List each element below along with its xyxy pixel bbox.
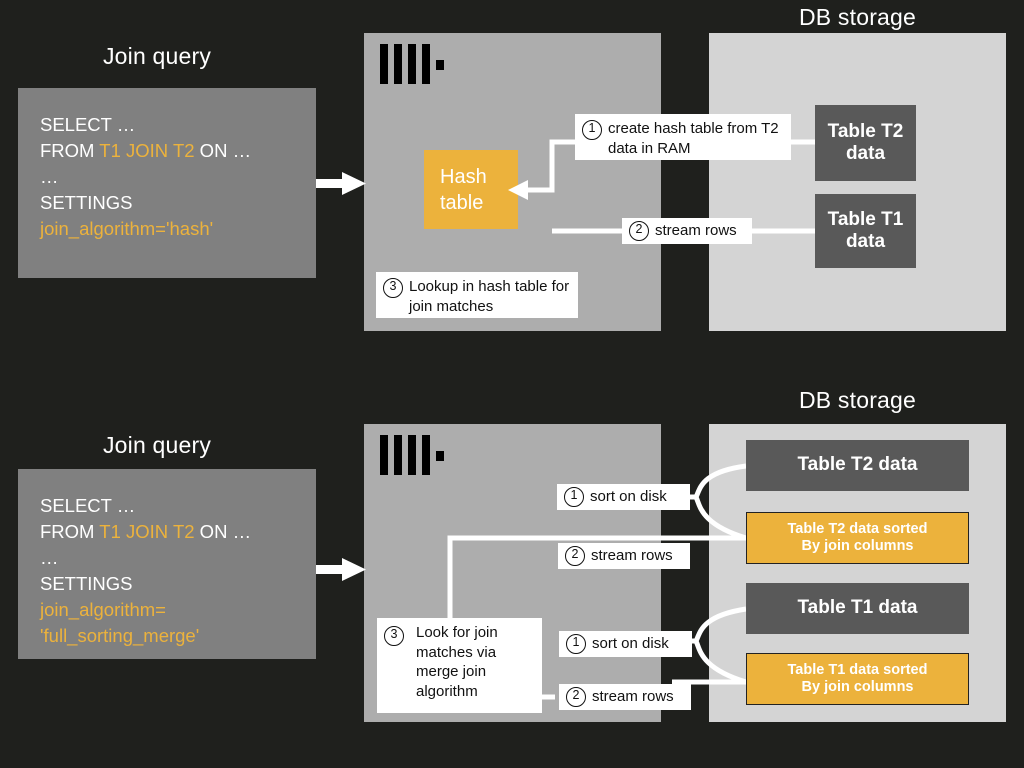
logo-bar-3	[408, 44, 416, 84]
top-query-line-2: FROM T1 JOIN T2 ON …	[40, 138, 294, 164]
bottom-query-line-4: SETTINGS	[40, 573, 133, 594]
hash-table-block: Hash table	[424, 150, 518, 229]
top-table-t1-chip: Table T1 data	[815, 194, 916, 268]
top-query-line-3: …	[40, 166, 59, 187]
top-callout-3: 3 Lookup in hash table for join matches	[376, 272, 578, 318]
hash-table-line-1: Hash	[440, 166, 487, 188]
bottom-table-t1-sorted-chip: Table T1 data sorted By join columns	[746, 653, 969, 705]
top-query-join-clause: T1 JOIN T2	[99, 140, 195, 161]
bottom-query-line-3: …	[40, 547, 59, 568]
logo-dot	[436, 451, 444, 461]
top-callout-1-text: create hash table from T2 data in RAM	[608, 120, 779, 157]
logo-bar-1	[380, 435, 388, 475]
bottom-query-line-2: FROM T1 JOIN T2 ON …	[40, 519, 294, 545]
bottom-callout-sort-on-disk-t1: 1 sort on disk	[559, 631, 692, 657]
top-db-storage-heading: DB storage	[798, 4, 917, 30]
bottom-query-on-clause: ON …	[194, 521, 252, 542]
bottom-query-box: SELECT … FROM T1 JOIN T2 ON … … SETTINGS…	[18, 469, 316, 659]
bottom-callout-3-step-number: 3	[384, 626, 404, 646]
bottom-join-query-heading: Join query	[102, 432, 212, 458]
clickhouse-logo-icon	[380, 44, 450, 84]
bottom-callout-sort-on-disk-t2-step-number: 1	[564, 487, 584, 507]
bottom-table-t1-sorted-line-2: By join columns	[801, 679, 914, 695]
bottom-table-t2-sorted-line-1: Table T2 data sorted	[787, 520, 928, 537]
bottom-callout-3-text: Look for join matches via merge join alg…	[416, 624, 498, 700]
bottom-table-t1-sorted-line-1: Table T1 data sorted	[787, 661, 928, 678]
bottom-table-t2-sorted-chip: Table T2 data sorted By join columns	[746, 512, 969, 564]
top-query-setting: join_algorithm='hash'	[40, 218, 214, 239]
top-callout-1-step-number: 1	[582, 120, 602, 140]
top-callout-2-step-number: 2	[629, 221, 649, 241]
bottom-table-t2-chip: Table T2 data	[746, 440, 969, 491]
logo-bar-4	[422, 44, 430, 84]
top-flow-arrow-icon	[316, 172, 366, 195]
bottom-table-t2-sorted-line-2: By join columns	[801, 538, 914, 554]
top-callout-1: 1 create hash table from T2 data in RAM	[575, 114, 791, 160]
top-callout-3-text: Lookup in hash table for join matches	[409, 278, 570, 315]
top-query-box: SELECT … FROM T1 JOIN T2 ON … … SETTINGS…	[18, 88, 316, 278]
bottom-callout-sort-on-disk-t1-text: sort on disk	[592, 635, 669, 653]
bottom-query-line-1: SELECT …	[40, 495, 136, 516]
top-query-line-1: SELECT …	[40, 114, 136, 135]
top-storage-panel	[709, 33, 1006, 331]
top-join-query-heading: Join query	[102, 43, 212, 69]
top-table-t2-chip: Table T2 data	[815, 105, 916, 181]
top-callout-2: 2 stream rows	[622, 218, 752, 244]
bottom-callout-stream-rows-t2: 2 stream rows	[558, 543, 690, 569]
logo-bar-2	[394, 44, 402, 84]
bottom-callout-stream-rows-t1-text: stream rows	[592, 688, 674, 706]
bottom-callout-stream-rows-t2-step-number: 2	[565, 546, 585, 566]
logo-bar-3	[408, 435, 416, 475]
bottom-callout-sort-on-disk-t2: 1 sort on disk	[557, 484, 690, 510]
logo-dot	[436, 60, 444, 70]
hash-table-line-2: table	[440, 192, 484, 214]
top-query-line-4: SETTINGS	[40, 192, 133, 213]
bottom-callout-sort-on-disk-t2-text: sort on disk	[590, 488, 667, 506]
bottom-callout-stream-rows-t1-step-number: 2	[566, 687, 586, 707]
top-callout-2-text: stream rows	[655, 222, 737, 240]
bottom-flow-arrow-icon	[316, 558, 366, 581]
bottom-callout-3: 3 Look for join matches via merge join a…	[377, 618, 542, 713]
bottom-callout-sort-on-disk-t1-step-number: 1	[566, 634, 586, 654]
top-callout-3-step-number: 3	[383, 278, 403, 298]
logo-bar-4	[422, 435, 430, 475]
top-query-from-keyword: FROM	[40, 140, 100, 161]
logo-bar-2	[394, 435, 402, 475]
bottom-query-setting-key: join_algorithm=	[40, 599, 166, 620]
bottom-callout-stream-rows-t2-text: stream rows	[591, 547, 673, 565]
bottom-query-setting-value: 'full_sorting_merge'	[40, 625, 200, 646]
bottom-table-t1-chip: Table T1 data	[746, 583, 969, 634]
bottom-callout-stream-rows-t1: 2 stream rows	[559, 684, 691, 710]
bottom-query-join-clause: T1 JOIN T2	[99, 521, 195, 542]
top-query-on-clause: ON …	[194, 140, 252, 161]
bottom-db-storage-heading: DB storage	[798, 387, 917, 413]
bottom-query-from-keyword: FROM	[40, 521, 100, 542]
clickhouse-logo-icon-bottom	[380, 435, 450, 475]
logo-bar-1	[380, 44, 388, 84]
